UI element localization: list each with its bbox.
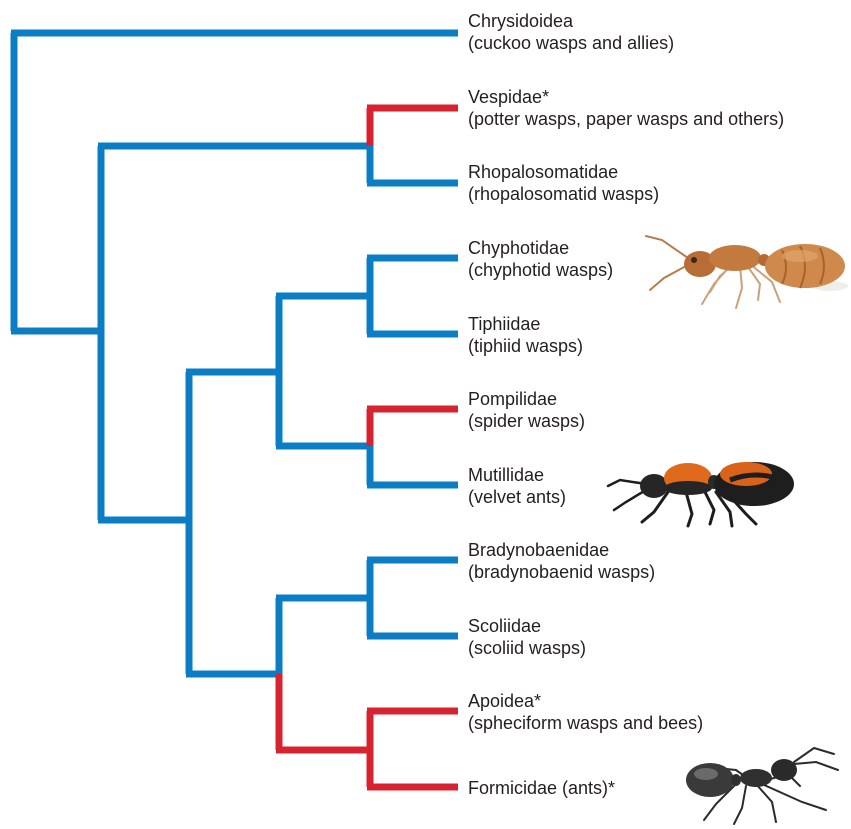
- taxon-label-pompilidae: Pompilidae (spider wasps): [468, 388, 585, 432]
- taxon-name: Pompilidae: [468, 388, 585, 410]
- taxon-common-name: (spider wasps): [468, 410, 585, 432]
- taxon-label-scoliidae: Scoliidae (scoliid wasps): [468, 615, 586, 659]
- taxon-common-name: (bradynobaenid wasps): [468, 561, 655, 583]
- taxon-label-chrysidoidea: Chrysidoidea (cuckoo wasps and allies): [468, 10, 674, 54]
- taxon-name: Vespidae*: [468, 86, 784, 108]
- taxon-common-name: (scoliid wasps): [468, 637, 586, 659]
- chyphotid-wasp-photo: [640, 222, 850, 314]
- taxon-name: Bradynobaenidae: [468, 539, 655, 561]
- taxon-label-tiphiidae: Tiphiidae (tiphiid wasps): [468, 313, 583, 357]
- taxon-label-formicidae: Formicidae (ants)*: [468, 777, 615, 799]
- taxon-name: Chyphotidae: [468, 237, 613, 259]
- taxon-name: Rhopalosomatidae: [468, 161, 659, 183]
- taxon-common-name: (potter wasps, paper wasps and others): [468, 108, 784, 130]
- taxon-label-chyphotidae: Chyphotidae (chyphotid wasps): [468, 237, 613, 281]
- taxon-name: Mutillidae: [468, 464, 566, 486]
- taxon-common-name: (velvet ants): [468, 486, 566, 508]
- taxon-name: Chrysidoidea: [468, 10, 674, 32]
- ant-photo: [676, 740, 846, 826]
- taxon-name: Apoidea*: [468, 690, 703, 712]
- taxon-name: Formicidae (ants)*: [468, 777, 615, 799]
- taxon-common-name: (chyphotid wasps): [468, 259, 613, 281]
- taxon-name: Scoliidae: [468, 615, 586, 637]
- taxon-label-rhopalosomatidae: Rhopalosomatidae (rhopalosomatid wasps): [468, 161, 659, 205]
- taxon-common-name: (rhopalosomatid wasps): [468, 183, 659, 205]
- taxon-label-vespidae: Vespidae* (potter wasps, paper wasps and…: [468, 86, 784, 130]
- velvet-ant-photo: [606, 440, 806, 528]
- taxon-common-name: (cuckoo wasps and allies): [468, 32, 674, 54]
- taxon-common-name: (spheciform wasps and bees): [468, 712, 703, 734]
- taxon-name: Tiphiidae: [468, 313, 583, 335]
- taxon-label-bradynobaenidae: Bradynobaenidae (bradynobaenid wasps): [468, 539, 655, 583]
- taxon-common-name: (tiphiid wasps): [468, 335, 583, 357]
- taxon-label-apoidea: Apoidea* (spheciform wasps and bees): [468, 690, 703, 734]
- taxon-label-mutillidae: Mutillidae (velvet ants): [468, 464, 566, 508]
